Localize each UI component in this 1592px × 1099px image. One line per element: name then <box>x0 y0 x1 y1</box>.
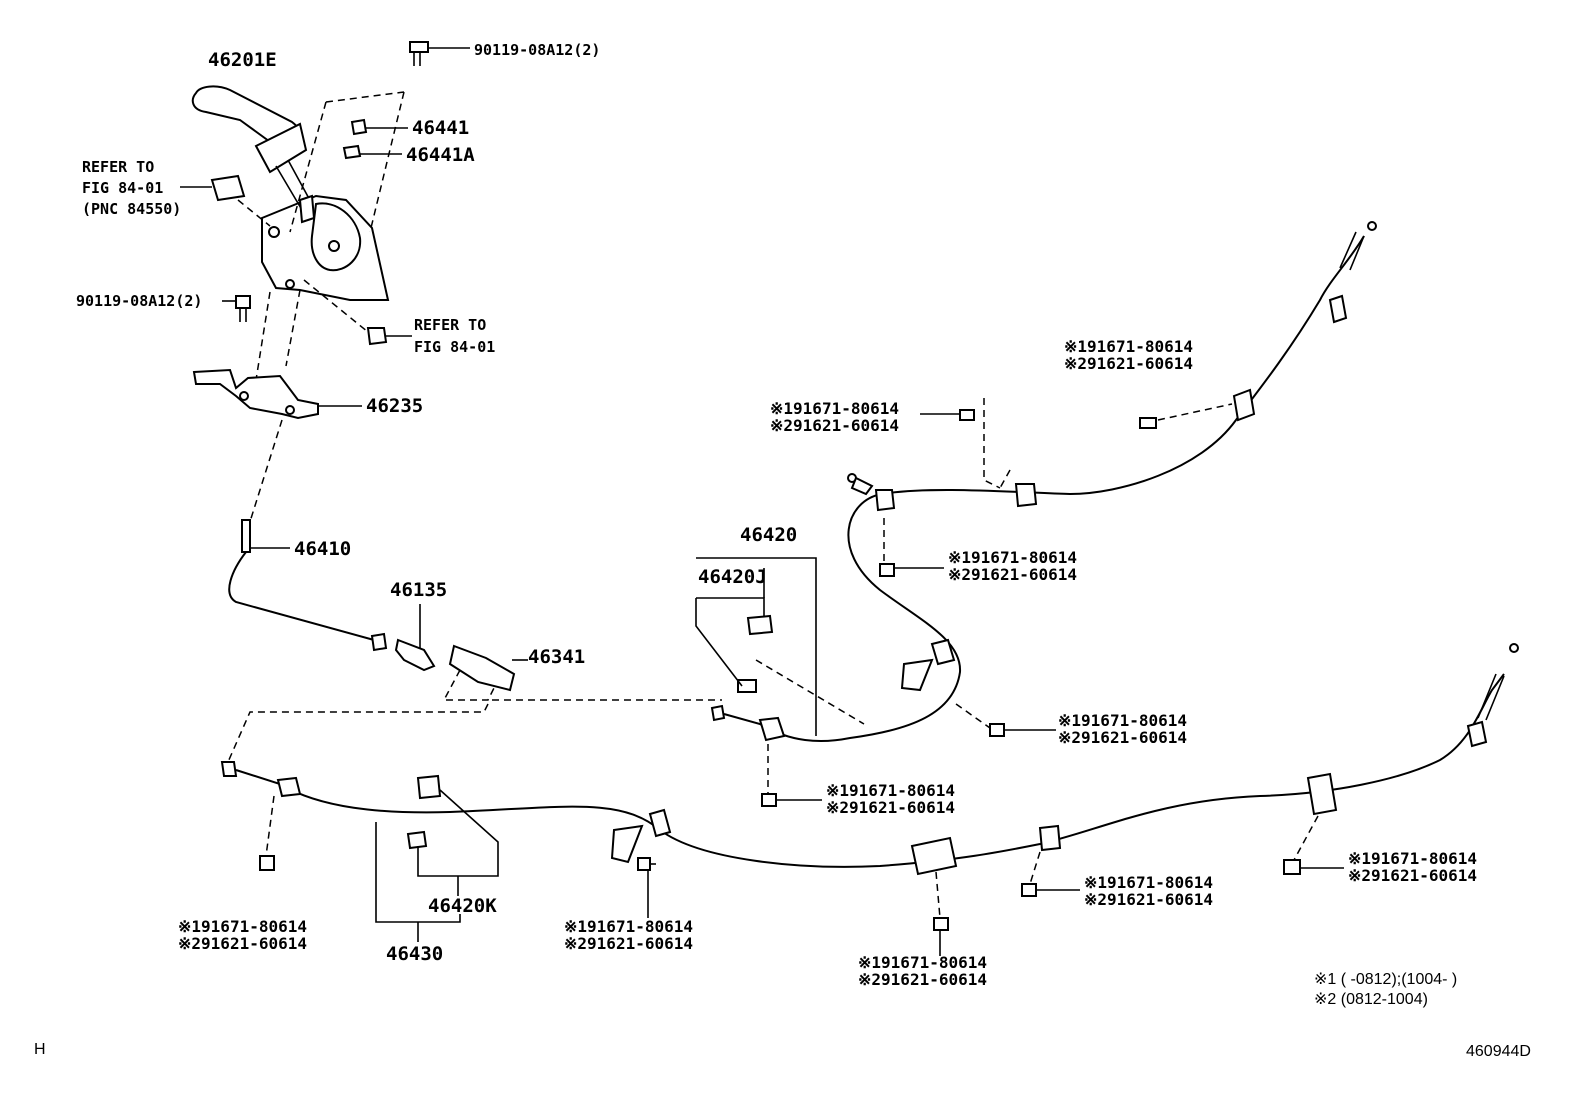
bolt-icon <box>955 703 1056 737</box>
fastener-label: ※191671-80614 ※291621-60614 <box>564 917 693 953</box>
fastener-label: ※191671-80614 ※291621-60614 <box>1084 873 1213 909</box>
svg-text:※291621-60614: ※291621-60614 <box>1084 890 1213 909</box>
label-46410: 46410 <box>294 538 351 560</box>
label-46420J: 46420J <box>698 566 767 588</box>
svg-text:※191671-80614: ※191671-80614 <box>1348 849 1477 868</box>
bracket-46235 <box>192 368 362 420</box>
label-46235: 46235 <box>366 395 423 417</box>
bolt-icon <box>1021 851 1080 897</box>
fastener-label: ※191671-80614 ※291621-60614 <box>858 953 987 989</box>
label-90119-left: 90119-08A12(2) <box>76 292 202 310</box>
svg-text:※291621-60614: ※291621-60614 <box>1064 354 1193 373</box>
bolt-icon <box>761 744 822 807</box>
label-46201E: 46201E <box>208 49 277 71</box>
label-46135: 46135 <box>390 579 447 601</box>
bolt-icon <box>879 518 944 577</box>
label-90119-top: 90119-08A12(2) <box>474 41 600 59</box>
svg-text:※191671-80614: ※191671-80614 <box>178 917 307 936</box>
clip-46420J <box>737 614 865 725</box>
svg-text:※291621-60614: ※291621-60614 <box>178 934 307 953</box>
svg-text:※291621-60614: ※291621-60614 <box>770 416 899 435</box>
svg-text:※291621-60614: ※291621-60614 <box>858 970 987 989</box>
bolt-90119-top <box>409 41 470 66</box>
svg-text:※191671-80614: ※191671-80614 <box>826 781 955 800</box>
bolt-icon <box>920 409 975 421</box>
fastener-label: ※191671-80614 ※291621-60614 <box>826 781 955 817</box>
fastener-label: ※191671-80614 ※291621-60614 <box>948 548 1077 584</box>
svg-text:※191671-80614: ※191671-80614 <box>1084 873 1213 892</box>
nut-46441 <box>342 118 408 160</box>
label-46420: 46420 <box>740 524 797 546</box>
clip-46420K <box>406 774 442 850</box>
footnote-1: ※1 ( -0812);(1004- ) <box>1314 971 1457 988</box>
rod-46410 <box>228 519 388 652</box>
bolt-icon <box>259 795 275 871</box>
label-refer1-line3: (PNC 84550) <box>82 200 181 218</box>
corner-mark: H <box>34 1041 46 1058</box>
svg-text:※191671-80614: ※191671-80614 <box>564 917 693 936</box>
fastener-label: ※191671-80614 ※291621-60614 <box>1348 849 1477 885</box>
svg-text:※291621-60614: ※291621-60614 <box>564 934 693 953</box>
bolt-icon <box>933 871 949 956</box>
svg-text:※291621-60614: ※291621-60614 <box>826 798 955 817</box>
equalizer-46135 <box>394 604 436 672</box>
fastener-label: ※191671-80614 ※291621-60614 <box>770 399 899 435</box>
bolt-icon <box>1283 815 1344 875</box>
fastener-label: ※191671-80614 ※291621-60614 <box>1064 337 1193 373</box>
label-46441: 46441 <box>412 117 469 139</box>
bolt-90119-left <box>222 295 251 322</box>
bolt-icon <box>637 857 656 918</box>
label-refer1-line2: FIG 84-01 <box>82 179 163 197</box>
bracket-46341 <box>442 644 528 701</box>
figure-id: 460944D <box>1466 1043 1531 1060</box>
label-46441A: 46441A <box>406 144 475 166</box>
label-refer1-line1: REFER TO <box>82 158 154 176</box>
label-refer2-line1: REFER TO <box>414 316 486 334</box>
svg-text:※291621-60614: ※291621-60614 <box>1058 728 1187 747</box>
svg-text:※291621-60614: ※291621-60614 <box>948 565 1077 584</box>
svg-text:※191671-80614: ※191671-80614 <box>770 399 899 418</box>
label-46420K: 46420K <box>428 895 497 917</box>
cable-46430 <box>220 643 1519 876</box>
fastener-label: ※191671-80614 ※291621-60614 <box>178 917 307 953</box>
svg-text:※191671-80614: ※191671-80614 <box>1058 711 1187 730</box>
svg-text:※191671-80614: ※191671-80614 <box>948 548 1077 567</box>
svg-text:※191671-80614: ※191671-80614 <box>858 953 987 972</box>
connector-refer-84550 <box>180 174 271 227</box>
cable-46420 <box>710 221 1377 743</box>
fastener-label: ※191671-80614 ※291621-60614 <box>1058 711 1187 747</box>
svg-text:※191671-80614: ※191671-80614 <box>1064 337 1193 356</box>
footnote-2: ※2 (0812-1004) <box>1314 991 1428 1008</box>
label-46430: 46430 <box>386 943 443 965</box>
bolt-icon <box>1139 403 1233 429</box>
label-refer2-line2: FIG 84-01 <box>414 338 495 356</box>
svg-text:※291621-60614: ※291621-60614 <box>1348 866 1477 885</box>
bolt-refer-84-01 <box>303 279 412 346</box>
label-46341: 46341 <box>528 646 585 668</box>
